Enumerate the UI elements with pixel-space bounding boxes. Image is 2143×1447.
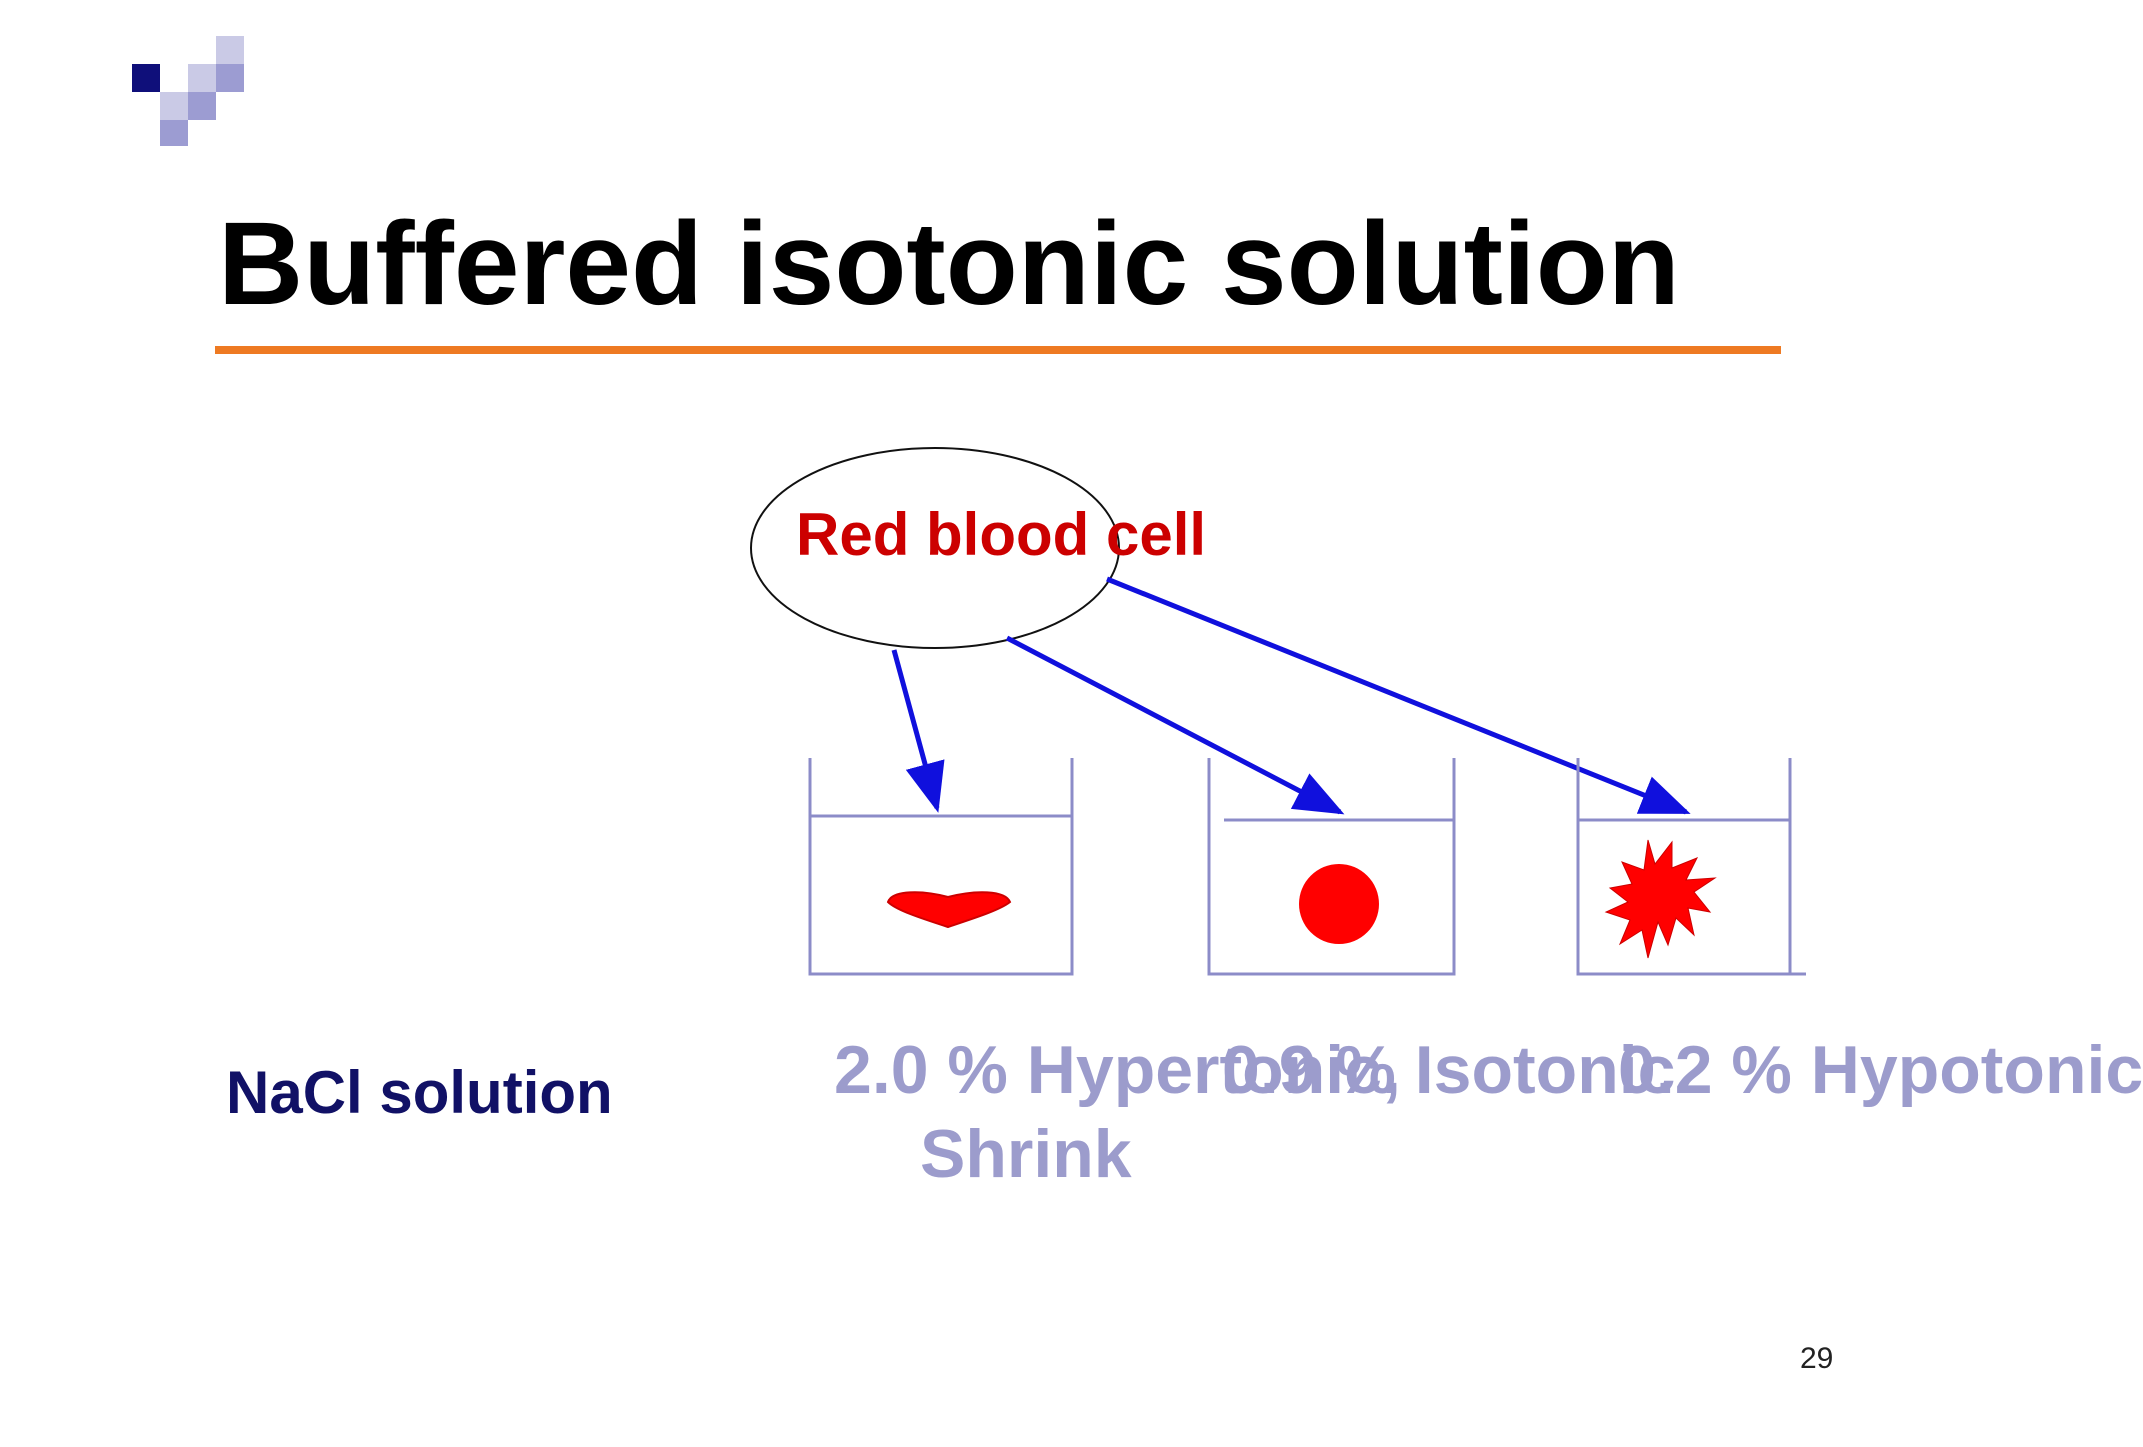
osmosis-diagram — [750, 447, 1806, 976]
red-blood-cell-label: Red blood cell — [796, 501, 1207, 568]
solution-label-hypotonic: 0.2 % Hypotonic — [1618, 1032, 2143, 1108]
beaker-2 — [1207, 758, 1456, 976]
title-underline — [215, 346, 1781, 354]
checkered-squares-logo-icon — [132, 36, 244, 146]
beaker-3 — [1576, 758, 1806, 976]
solution-label-isotonic: 0.9 % Isotonic — [1222, 1032, 1676, 1108]
solution-label-hypertonic: 2.0 % Hypertonic, — [834, 1032, 1401, 1108]
arrow-to-beaker-1 — [891, 649, 945, 813]
nacl-solution-label: NaCl solution — [226, 1059, 613, 1126]
crenated-heart-shape-cell-icon — [886, 891, 1012, 929]
clip-region: 0.2 % Hypotonic — [1618, 1036, 2143, 1104]
red-blood-cell-ellipse — [750, 447, 1120, 649]
beaker-1 — [808, 758, 1074, 976]
arrow-to-beaker-3 — [1106, 576, 1691, 815]
round-cell-icon — [1299, 864, 1379, 944]
solution-effect-shrink: Shrink — [920, 1116, 1132, 1192]
burst-star-cell-icon — [1604, 839, 1717, 959]
page-number: 29 — [1800, 1342, 1834, 1375]
arrow-to-beaker-2 — [1005, 635, 1345, 815]
slide-title: Buffered isotonic solution — [218, 198, 1680, 330]
